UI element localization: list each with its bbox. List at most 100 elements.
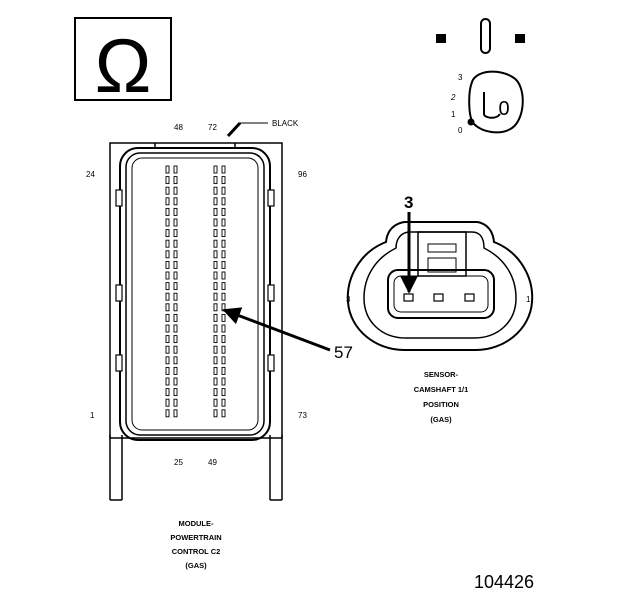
pin-cavity (173, 282, 178, 291)
pin-cavity (165, 409, 170, 418)
pin-cavity (173, 356, 178, 365)
pin-cavity (221, 377, 226, 386)
ignition-switch-symbol: 0 3 2 1 0 (436, 18, 525, 135)
pin-cavity (213, 239, 218, 248)
pcm-caption-line-1: MODULE- (179, 519, 214, 528)
pin-cavity (213, 260, 218, 269)
pin-label-48: 48 (174, 123, 183, 132)
pin-cavity (165, 324, 170, 333)
pin-cavity (165, 186, 170, 195)
pin-cavity (221, 239, 226, 248)
pin-cavity (173, 260, 178, 269)
pin-cavity (221, 292, 226, 301)
pin-cavity (221, 186, 226, 195)
pin-cavity (165, 197, 170, 206)
pin-cavity (213, 197, 218, 206)
pin-cavity (213, 229, 218, 238)
pin-cavity (221, 197, 226, 206)
pin-cavity (213, 292, 218, 301)
pin-cavity (165, 271, 170, 280)
pin-cavity (221, 409, 226, 418)
cmp-terminal-2 (433, 293, 444, 302)
pin-cavity (213, 377, 218, 386)
ignition-position-0: 0 (458, 126, 463, 135)
pin-cavity (173, 271, 178, 280)
pin-cavity (221, 207, 226, 216)
pin-cavity (173, 303, 178, 312)
pcm-caption-line-4: (GAS) (185, 561, 207, 570)
pin-cavity (165, 260, 170, 269)
pin-cavity (173, 207, 178, 216)
pcm-caption-line-2: POWERTRAIN (170, 533, 221, 542)
pin-label-1: 1 (90, 411, 95, 420)
pin-cavity (213, 271, 218, 280)
ignition-position-3: 3 (458, 73, 463, 82)
ignition-key-icon (468, 70, 524, 134)
pin-cavity (173, 324, 178, 333)
pin-cavity (173, 239, 178, 248)
pin-cavity (221, 271, 226, 280)
ohm-icon: Ω (95, 24, 152, 109)
pin-cavity (213, 313, 218, 322)
pin-cavity (173, 229, 178, 238)
cmp-terminal-1 (464, 293, 475, 302)
pin-cavity (173, 176, 178, 185)
pin-cavity (221, 165, 226, 174)
pcm-caption-line-3: CONTROL C2 (172, 547, 221, 556)
pin-label-96: 96 (298, 170, 307, 179)
pin-cavity (213, 345, 218, 354)
pin-cavity (173, 345, 178, 354)
connector-color-label: BLACK (272, 119, 299, 128)
figure-number: 104426 (474, 572, 534, 592)
pin-label-49: 49 (208, 458, 217, 467)
pin-cavity (173, 388, 178, 397)
pin-cavity (165, 229, 170, 238)
pin-cavity (173, 218, 178, 227)
pin-cavity (221, 229, 226, 238)
pin-cavity (173, 197, 178, 206)
pin-cavity (213, 398, 218, 407)
pin-cavity (165, 218, 170, 227)
pin-cavity (213, 250, 218, 259)
pin-cavity (221, 398, 226, 407)
pin-cavity (221, 176, 226, 185)
pin-label-73: 73 (298, 411, 307, 420)
pin-cavity (165, 303, 170, 312)
pin-cavity (213, 409, 218, 418)
pin-cavity (173, 313, 178, 322)
cmp-pin-label-1: 1 (526, 295, 531, 304)
pin-cavity (221, 366, 226, 375)
pin-cavity (165, 377, 170, 386)
pcm-callout-57: 57 (334, 343, 353, 362)
pin-cavity (213, 335, 218, 344)
pin-cavity (221, 250, 226, 259)
pin-cavity (173, 250, 178, 259)
pin-cavities (165, 165, 226, 418)
pin-cavity (165, 366, 170, 375)
pin-label-25: 25 (174, 458, 183, 467)
pin-cavity (221, 324, 226, 333)
pin-cavity (213, 186, 218, 195)
pin-cavity (221, 260, 226, 269)
pin-cavity (221, 313, 226, 322)
pin-cavity (173, 377, 178, 386)
pin-cavity (165, 282, 170, 291)
cmp-callout-3: 3 (404, 193, 413, 212)
pin-cavity (173, 335, 178, 344)
cmp-caption-line-4: (GAS) (430, 415, 452, 424)
pin-cavity (213, 176, 218, 185)
pin-cavity (165, 356, 170, 365)
pin-cavity (221, 282, 226, 291)
pcm-connector-c2: 48 72 24 96 1 73 25 49 BLACK 57 MODULE- … (86, 119, 353, 570)
pin-cavity (221, 345, 226, 354)
pin-cavity (165, 207, 170, 216)
pin-cavity (173, 292, 178, 301)
pin-cavity (213, 366, 218, 375)
pin-cavity (173, 409, 178, 418)
cmp-caption-line-3: POSITION (423, 400, 459, 409)
pin-cavity (165, 388, 170, 397)
pin-cavity (221, 335, 226, 344)
cmp-sensor-connector: 3 3 1 SENSOR- CAMSHAFT 1/1 POSITION (GAS… (346, 193, 534, 424)
pin-cavity (213, 303, 218, 312)
